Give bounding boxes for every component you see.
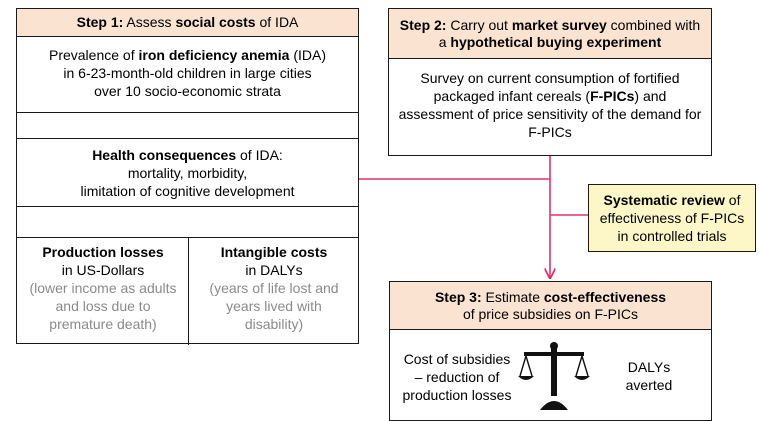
systematic-review-box: Systematic review of effectiveness of F-… bbox=[588, 184, 756, 252]
divider bbox=[17, 206, 358, 207]
divider bbox=[17, 237, 358, 238]
divider bbox=[17, 112, 358, 113]
step1-header: Step 1: Assess social costs of IDA bbox=[17, 9, 358, 37]
health-bold: Health consequences bbox=[92, 147, 237, 163]
review-post: of effectiveness of F-PICs in controlled… bbox=[599, 192, 745, 244]
health-consequences-text: Health consequences of IDA: mortality, m… bbox=[17, 146, 358, 200]
production-title: Production losses bbox=[42, 244, 164, 260]
step2-header-bold2: hypothetical buying experiment bbox=[450, 33, 662, 50]
prevalence-bold: iron deficiency anemia bbox=[138, 47, 290, 63]
step1-header-bold: social costs bbox=[175, 14, 256, 30]
dalys-averted-text: DALYs averted bbox=[614, 358, 684, 394]
survey-bold: F-PICs bbox=[590, 88, 635, 104]
step3-header-bold: cost-effectiveness bbox=[543, 288, 667, 305]
prevalence-line3: over 10 socio-economic strata bbox=[94, 83, 281, 99]
step2-header: Step 2: Carry out market survey combined… bbox=[389, 9, 711, 59]
step2-header-text: Carry out bbox=[446, 16, 512, 33]
health-post: of IDA: bbox=[236, 147, 283, 163]
systematic-review-text: Systematic review of effectiveness of F-… bbox=[593, 191, 751, 245]
survey-pre: Survey on current consumption of fortifi… bbox=[420, 70, 680, 104]
step3-label: Step 3: bbox=[434, 288, 482, 305]
production-losses-cell: Production losses in US-Dollars (lower i… bbox=[21, 243, 185, 333]
intangible-unit: in DALYs bbox=[245, 262, 303, 278]
step2-header-mid: combined with a bbox=[438, 16, 701, 50]
cost-text: Cost of subsidies – reduction of product… bbox=[402, 351, 512, 403]
step2-label: Step 2: bbox=[399, 16, 447, 33]
survey-post: ) and assessment of price sensitivity of… bbox=[398, 88, 702, 140]
prevalence-line2: in 6-23-month-old children in large citi… bbox=[63, 65, 312, 81]
production-unit: in US-Dollars bbox=[61, 262, 145, 278]
step1-label: Step 1: bbox=[76, 14, 124, 30]
review-bold: Systematic review bbox=[603, 192, 725, 208]
divider bbox=[17, 138, 358, 139]
cost-of-subsidies-text: Cost of subsidies – reduction of product… bbox=[398, 350, 516, 404]
intangible-costs-cell: Intangible costs in DALYs (years of life… bbox=[191, 243, 357, 333]
scale-icon bbox=[518, 342, 590, 410]
health-line3: limitation of cognitive development bbox=[80, 183, 295, 199]
prevalence-text: Prevalence of iron deficiency anemia (ID… bbox=[17, 46, 358, 100]
step2-header-bold1: market survey bbox=[511, 16, 607, 33]
dalys-text: DALYs averted bbox=[625, 359, 673, 393]
step2-box: Step 2: Carry out market survey combined… bbox=[388, 8, 712, 156]
health-line2: mortality, morbidity, bbox=[127, 165, 248, 181]
step1-header-text: Assess bbox=[123, 14, 176, 30]
prevalence-pre: Prevalence of bbox=[48, 47, 139, 63]
intangible-title: Intangible costs bbox=[220, 244, 328, 260]
market-survey-text: Survey on current consumption of fortifi… bbox=[397, 69, 703, 141]
column-divider bbox=[188, 237, 189, 345]
intangible-note: (years of life lost and years lived with… bbox=[209, 280, 339, 332]
prevalence-post: (IDA) bbox=[289, 47, 326, 63]
step3-header-text: Estimate bbox=[481, 288, 544, 305]
step1-header-tail: of IDA bbox=[255, 14, 299, 30]
step1-box: Step 1: Assess social costs of IDA Preva… bbox=[16, 8, 359, 345]
production-note: (lower income as adults and loss due to … bbox=[29, 280, 177, 332]
step3-header-line2: of price subsidies on F-PICs bbox=[462, 305, 639, 322]
